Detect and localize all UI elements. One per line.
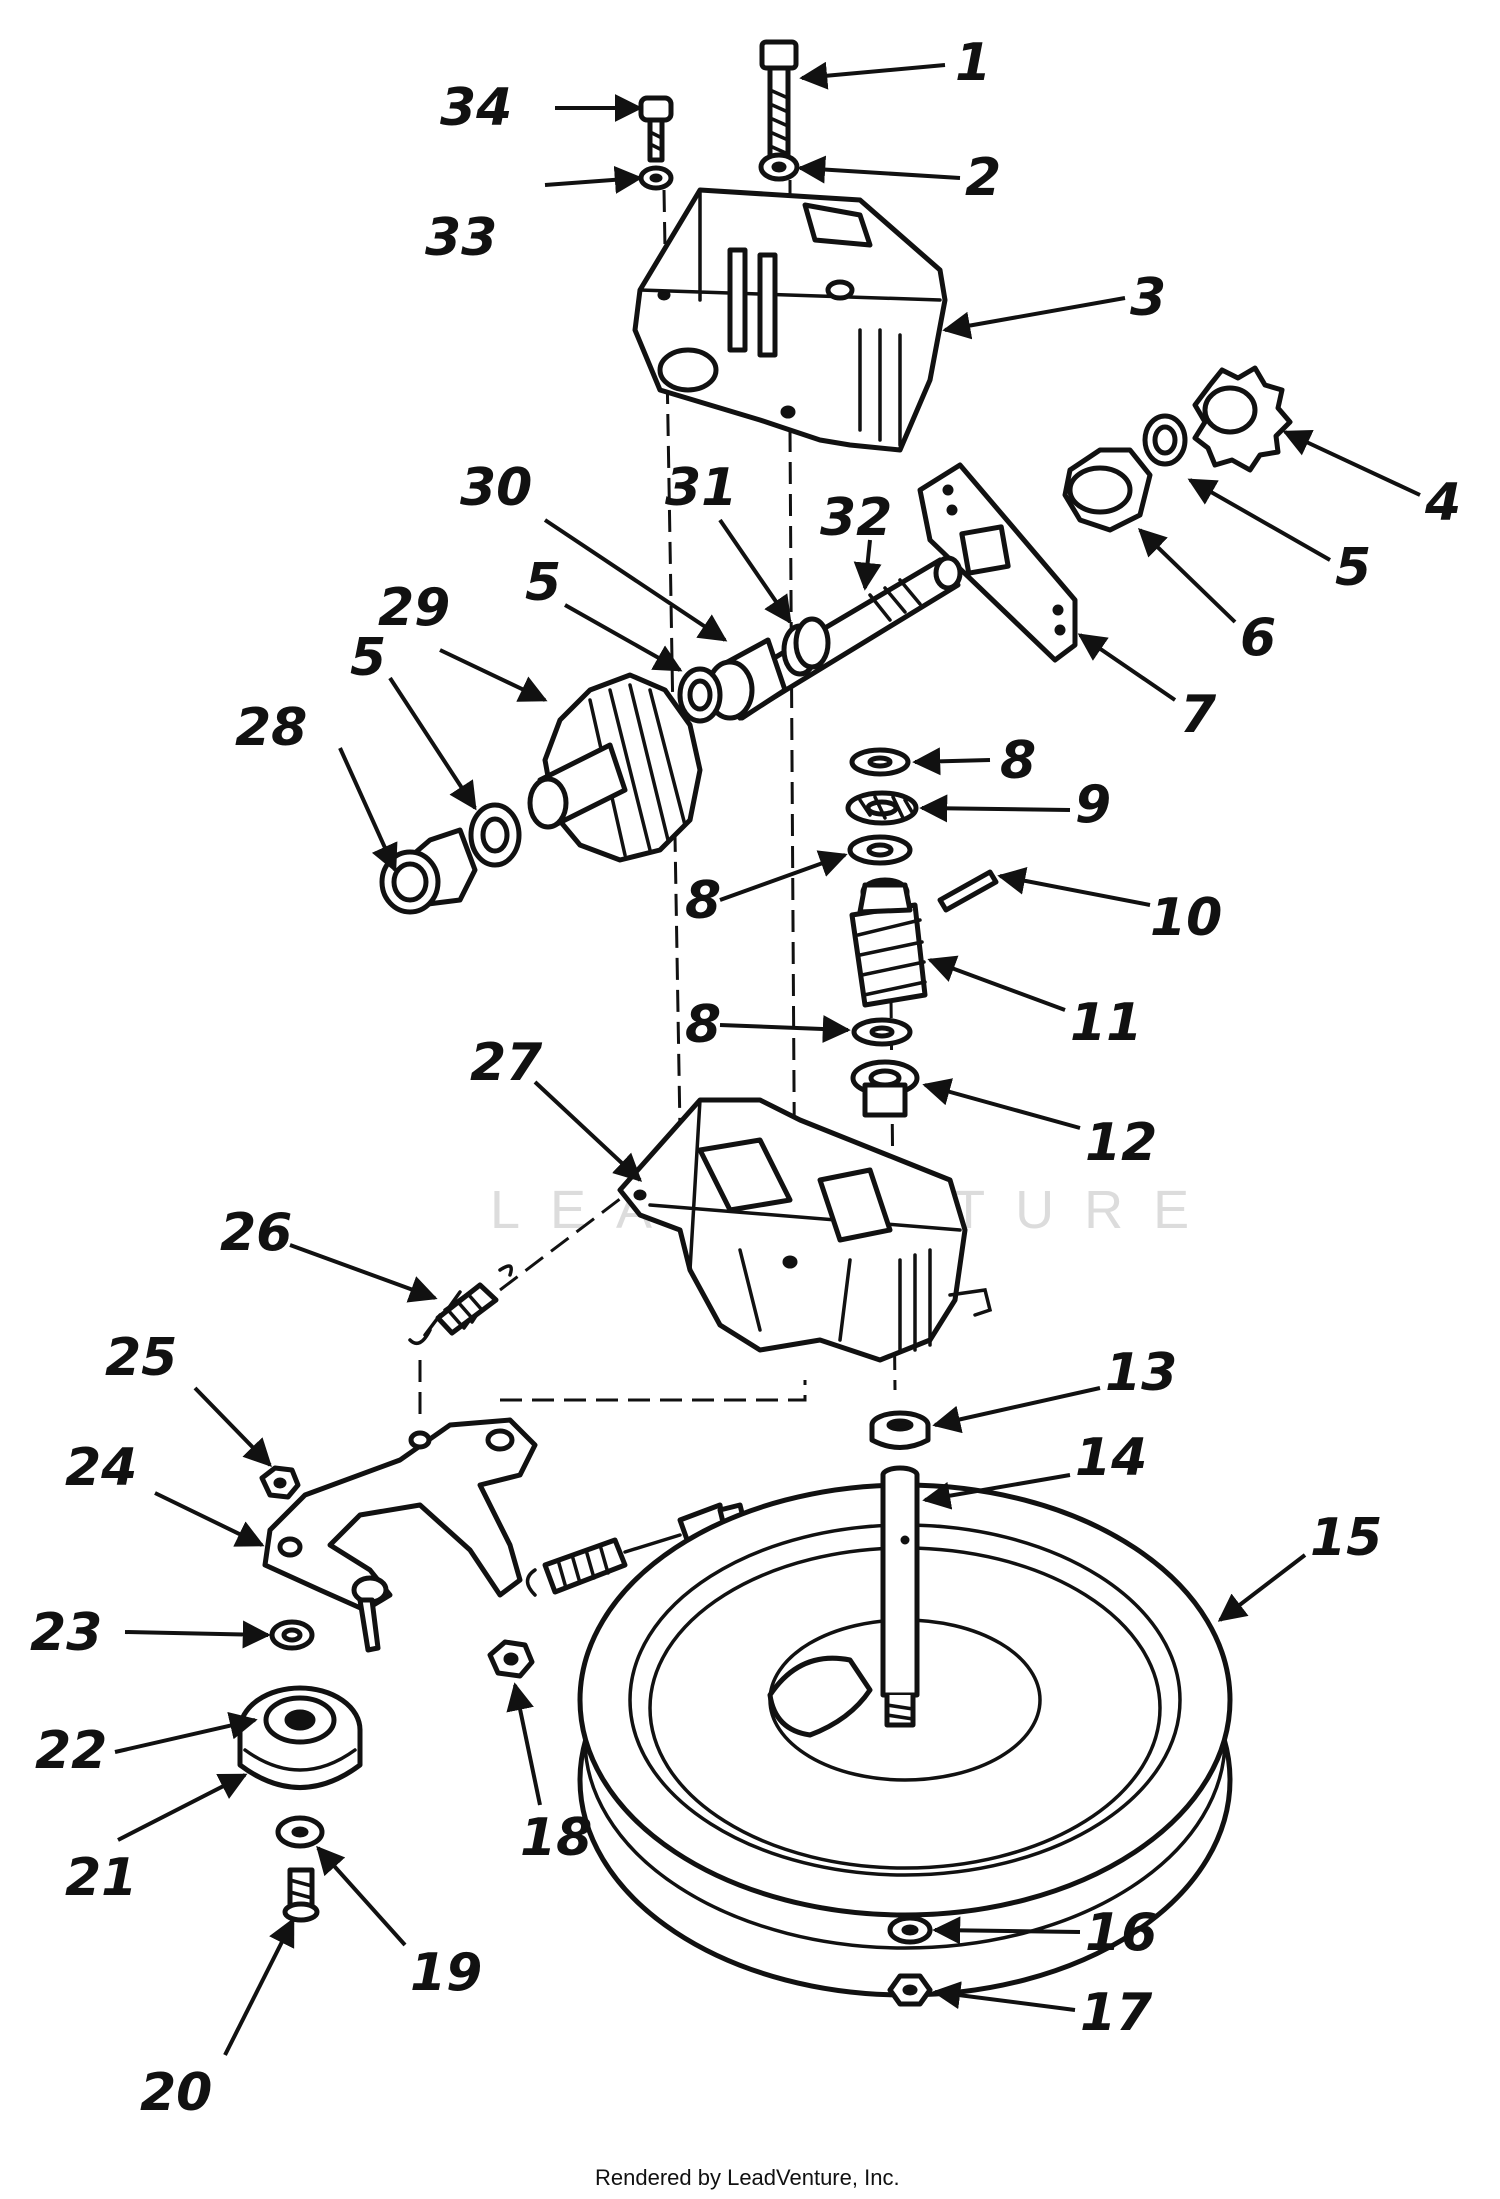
callout-15: 15 [1310,1508,1382,1568]
part-1-bolt [759,39,799,166]
callout-18: 18 [520,1808,592,1868]
part-16-lock-washer [887,1915,933,1945]
callout-5a: 5 [1335,538,1371,598]
part-29-gear [527,672,703,863]
part-6-bushing [1062,447,1153,533]
part-27-lower-housing [617,1097,993,1363]
part-12-bushing [850,1059,920,1118]
callout-5c: 5 [525,553,561,613]
callout-4: 4 [1424,473,1461,533]
part-34-screw [638,95,674,163]
callout-32: 32 [820,488,892,548]
part-5-washer-left [468,802,522,868]
callout-34: 34 [440,78,512,138]
part-19-washer [275,1815,325,1849]
part-22-bearing [263,1695,337,1745]
part-8-washer-lower [851,1017,913,1047]
callout-13: 13 [1105,1343,1177,1403]
callout-23: 23 [30,1603,102,1663]
callout-12: 12 [1085,1113,1157,1173]
callout-33: 33 [425,208,497,268]
callout-29: 29 [378,578,450,638]
part-5-washer-right [1142,413,1188,467]
callout-8a: 8 [1000,731,1036,791]
leader-arrows [114,61,1421,2056]
part-14-pulley-shaft [880,1465,920,1728]
callout-25: 25 [105,1328,177,1388]
callout-28: 28 [235,698,307,758]
part-11-worm-gear [849,877,928,1008]
part-13-bearing [869,1410,931,1450]
part-2-washer [758,152,800,182]
tension-spring [525,1533,682,1597]
part-25-nut [259,1465,301,1500]
callout-7: 7 [1180,685,1217,745]
callout-3: 3 [1130,268,1166,328]
part-4-sprocket [1192,365,1293,473]
callout-17: 17 [1080,1983,1153,2043]
callout-20: 20 [140,2063,212,2123]
callout-24: 24 [65,1438,137,1498]
part-23-washer [269,1619,315,1651]
callout-numbers: 1 2 3 4 5 6 7 8 9 8 10 11 8 12 13 14 15 … [30,33,1461,2123]
part-3-upper-housing [632,187,948,453]
part-24-idler-arm [262,1417,538,1653]
callout-8c: 8 [685,995,721,1055]
part-9-bearing [845,790,919,826]
footer-credit: Rendered by LeadVenture, Inc. [595,2165,900,2190]
callout-31: 31 [665,458,737,518]
callout-9: 9 [1075,775,1111,835]
callout-26: 26 [220,1203,292,1263]
part-31-ring [781,616,831,677]
callout-11: 11 [1070,993,1142,1053]
callout-5b: 5 [350,628,386,688]
part-33-washer [638,165,674,191]
part-7-plate [917,462,1078,663]
part-18-nut [487,1639,535,1679]
callout-14: 14 [1075,1428,1147,1488]
part-26-spring [408,1264,513,1346]
callout-27: 27 [470,1033,543,1093]
callout-16: 16 [1085,1903,1157,1963]
part-28-bushing [379,827,478,915]
part-5-washer-center [677,666,723,724]
part-8-washer-middle [847,834,913,866]
callout-19: 19 [410,1943,482,2003]
callout-21: 21 [65,1848,137,1908]
callout-30: 30 [460,458,532,518]
callout-10: 10 [1150,888,1222,948]
part-17-nut [887,1973,933,2007]
callout-2: 2 [965,148,1001,208]
callout-6: 6 [1240,608,1276,668]
callout-8b: 8 [685,871,721,931]
part-20-shoulder-bolt [282,1867,320,1923]
part-10-pin [937,869,999,913]
callout-22: 22 [35,1721,107,1781]
part-8-washer-top [849,747,911,777]
callout-1: 1 [955,33,991,93]
